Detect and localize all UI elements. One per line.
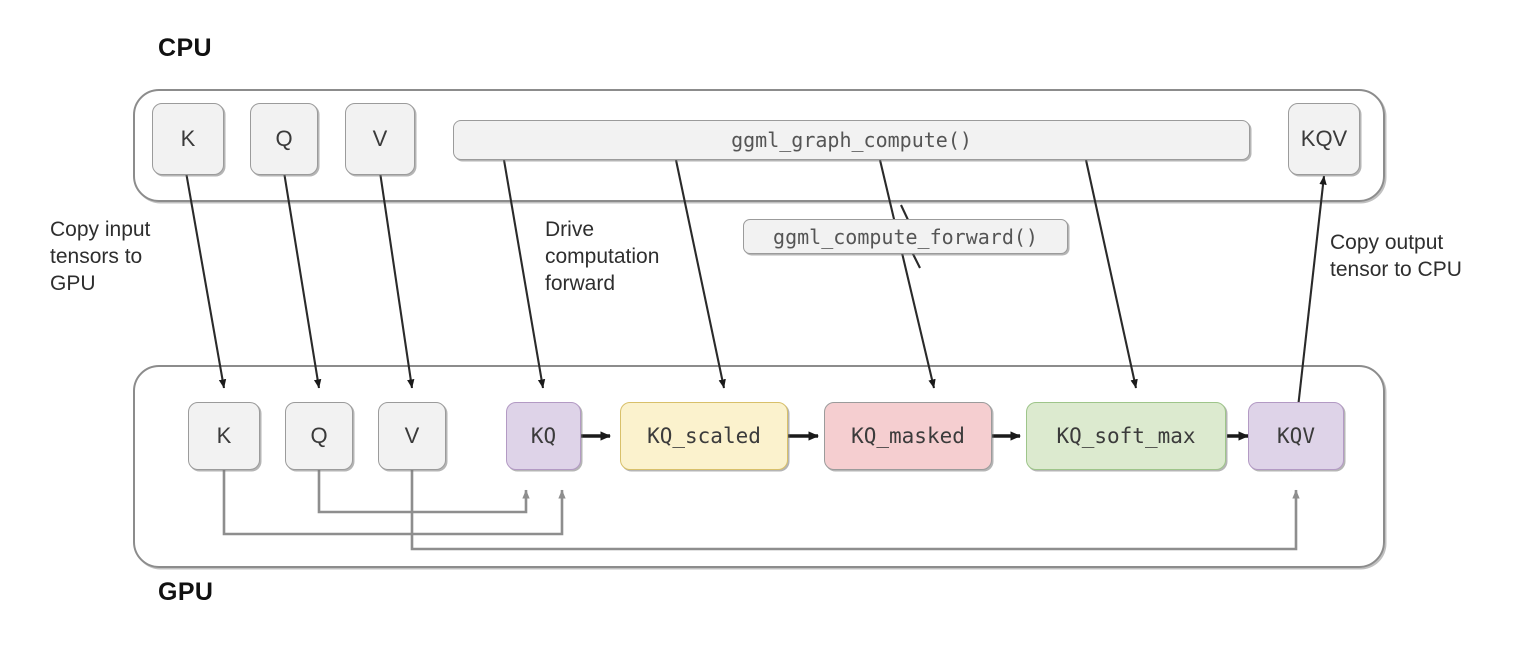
gpu-node-kqv[interactable]: KQV bbox=[1248, 402, 1344, 470]
gpu-node-q-label: Q bbox=[310, 423, 328, 448]
gpu-node-kq-masked[interactable]: KQ_masked bbox=[824, 402, 992, 470]
cpu-node-q[interactable]: Q bbox=[250, 103, 318, 175]
gpu-node-kq-scaled-label: KQ_scaled bbox=[647, 424, 761, 448]
gpu-node-kq-scaled[interactable]: KQ_scaled bbox=[620, 402, 788, 470]
gpu-node-kq[interactable]: KQ bbox=[506, 402, 581, 470]
gpu-node-q[interactable]: Q bbox=[285, 402, 353, 470]
gpu-node-kq-masked-label: KQ_masked bbox=[851, 424, 965, 448]
callout-ggml-compute-forward-label: ggml_compute_forward() bbox=[773, 224, 1038, 249]
cpu-node-k-label: K bbox=[180, 126, 196, 151]
gpu-node-kq-label: KQ bbox=[530, 424, 557, 448]
annotation-copy-output: Copy output tensor to CPU bbox=[1330, 231, 1462, 281]
gpu-node-k-label: K bbox=[216, 423, 232, 448]
cpu-node-kqv[interactable]: KQV bbox=[1288, 103, 1360, 175]
cpu-node-q-label: Q bbox=[275, 126, 293, 151]
callout-ggml-compute-forward[interactable]: ggml_compute_forward() bbox=[743, 219, 1068, 254]
cpu-node-ggml-graph-compute-label: ggml_graph_compute() bbox=[731, 128, 972, 152]
cpu-zone-label: CPU bbox=[158, 34, 212, 62]
cpu-container bbox=[133, 89, 1385, 202]
gpu-node-k[interactable]: K bbox=[188, 402, 260, 470]
gpu-node-kqv-label: KQV bbox=[1277, 424, 1315, 448]
cpu-node-v-label: V bbox=[372, 126, 388, 151]
gpu-zone-label: GPU bbox=[158, 578, 214, 606]
cpu-node-v[interactable]: V bbox=[345, 103, 415, 175]
cpu-node-k[interactable]: K bbox=[152, 103, 224, 175]
gpu-node-kq-soft-max[interactable]: KQ_soft_max bbox=[1026, 402, 1226, 470]
gpu-container bbox=[133, 365, 1385, 568]
gpu-node-v[interactable]: V bbox=[378, 402, 446, 470]
annotation-drive-forward: Drive computation forward bbox=[545, 218, 660, 295]
cpu-node-ggml-graph-compute[interactable]: ggml_graph_compute() bbox=[453, 120, 1250, 160]
annotation-copy-input: Copy input tensors to GPU bbox=[50, 218, 151, 295]
cpu-node-kqv-label: KQV bbox=[1300, 126, 1348, 151]
gpu-node-kq-soft-max-label: KQ_soft_max bbox=[1056, 424, 1196, 448]
gpu-node-v-label: V bbox=[404, 423, 420, 448]
